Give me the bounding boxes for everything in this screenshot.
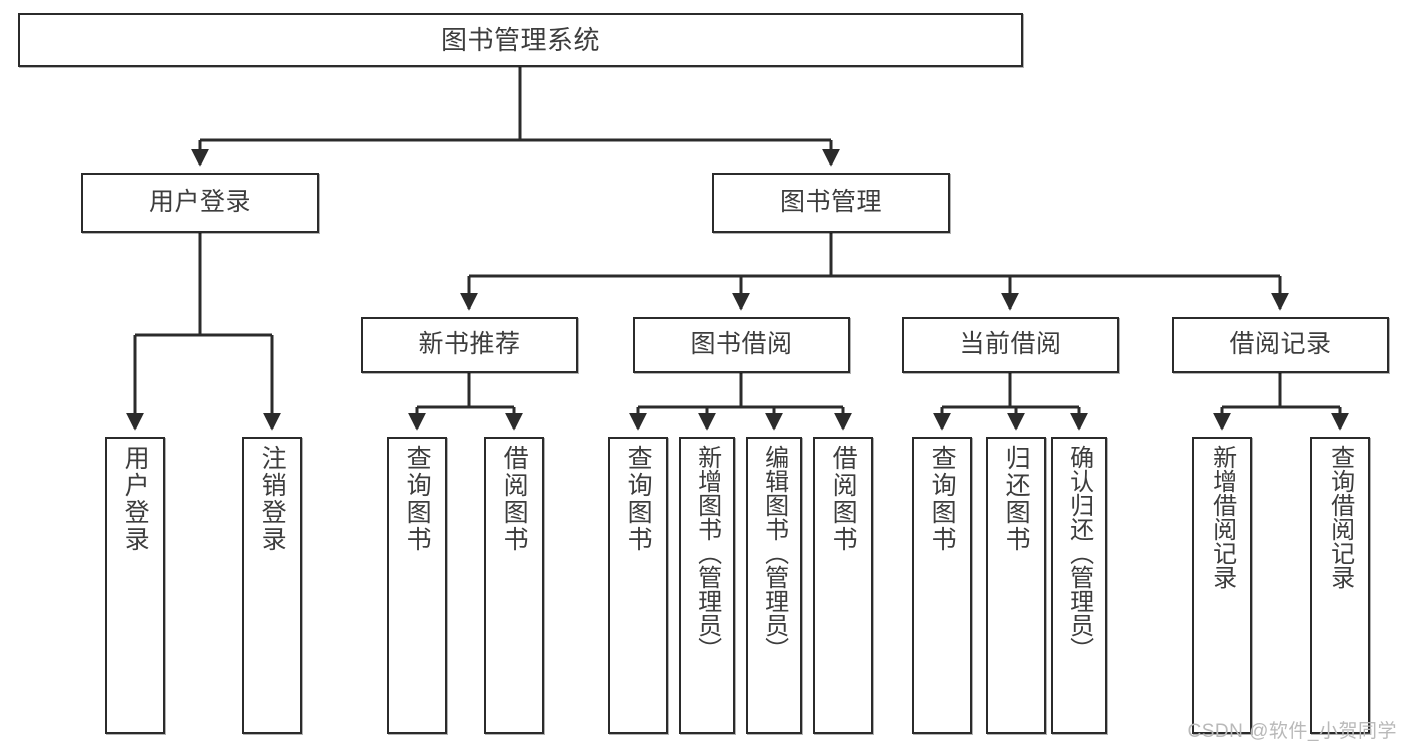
node-book-management[interactable]: 图书管理: [712, 173, 950, 233]
node-current-borrow[interactable]: 当前借阅: [902, 317, 1119, 373]
node-label: 图书借阅: [690, 330, 793, 359]
node-book-borrow[interactable]: 图书借阅: [633, 317, 850, 373]
leaf-return-book[interactable]: 归还图书: [986, 437, 1046, 734]
node-label: 借阅图书: [500, 445, 529, 553]
node-new-book-recommend[interactable]: 新书推荐: [361, 317, 578, 373]
node-label: 新书推荐: [418, 330, 521, 359]
node-label: 查询图书: [928, 445, 957, 553]
node-label: 编辑图书（管理员）: [760, 445, 788, 661]
leaf-query-book-newbook[interactable]: 查询图书: [387, 437, 447, 734]
leaf-user-login[interactable]: 用户登录: [105, 437, 165, 734]
node-label: 确认归还（管理员）: [1065, 445, 1093, 661]
leaf-borrow-book-newbook[interactable]: 借阅图书: [484, 437, 544, 734]
node-label: 新增图书（管理员）: [693, 445, 721, 661]
node-label: 用户登录: [121, 445, 150, 553]
node-label: 查询图书: [403, 445, 432, 553]
node-label: 查询图书: [624, 445, 653, 553]
node-label: 新增借阅记录: [1208, 445, 1236, 589]
node-label: 借阅记录: [1229, 330, 1332, 359]
leaf-add-book-admin[interactable]: 新增图书（管理员）: [679, 437, 735, 734]
leaf-lend-book[interactable]: 借阅图书: [813, 437, 873, 734]
leaf-add-borrow-record[interactable]: 新增借阅记录: [1192, 437, 1252, 734]
node-user-login[interactable]: 用户登录: [81, 173, 319, 233]
leaf-edit-book-admin[interactable]: 编辑图书（管理员）: [746, 437, 802, 734]
node-label: 图书管理系统: [440, 24, 600, 55]
node-root-system[interactable]: 图书管理系统: [18, 13, 1023, 67]
node-label: 注销登录: [258, 445, 287, 553]
node-label: 归还图书: [1002, 445, 1031, 553]
node-borrow-record[interactable]: 借阅记录: [1172, 317, 1389, 373]
leaf-query-borrow-record[interactable]: 查询借阅记录: [1310, 437, 1370, 734]
node-label: 当前借阅: [959, 330, 1062, 359]
node-label: 用户登录: [148, 188, 251, 217]
csdn-watermark: CSDN @软件_小贺同学: [1187, 721, 1397, 742]
leaf-confirm-return-admin[interactable]: 确认归还（管理员）: [1051, 437, 1107, 734]
leaf-query-book-borrow[interactable]: 查询图书: [608, 437, 668, 734]
leaf-query-book-current[interactable]: 查询图书: [912, 437, 972, 734]
node-label: 查询借阅记录: [1326, 445, 1354, 589]
node-label: 借阅图书: [829, 445, 858, 553]
node-label: 图书管理: [779, 188, 882, 217]
leaf-logout[interactable]: 注销登录: [242, 437, 302, 734]
